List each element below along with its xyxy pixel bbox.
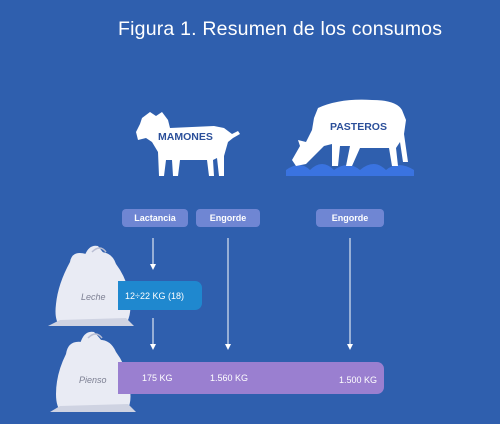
- mamones-label: MAMONES: [158, 131, 213, 143]
- phase-engorde-pasteros: Engorde: [316, 209, 384, 227]
- pienso-value-engorde-mamones: 1.560 KG: [210, 373, 249, 383]
- grazing-cow-icon: [286, 99, 414, 176]
- leche-value: 12÷22 KG (18): [125, 291, 184, 301]
- leche-bar: [118, 281, 202, 310]
- calf-icon: [136, 112, 240, 176]
- phase-engorde-mamones: Engorde: [196, 209, 260, 227]
- figure-title: Figura 1. Resumen de los consumos: [118, 18, 443, 40]
- pasteros-label: PASTEROS: [330, 121, 387, 133]
- down-arrow-icon: [150, 238, 353, 350]
- feed-sack-icon: [50, 331, 136, 412]
- milk-sack-icon: [48, 245, 134, 326]
- pienso-value-lactancia: 175 KG: [142, 373, 173, 383]
- pienso-label: Pienso: [79, 375, 107, 385]
- pienso-value-engorde-pasteros: 1.500 KG: [339, 375, 378, 385]
- phase-lactancia: Lactancia: [122, 209, 188, 227]
- pienso-bar: [118, 362, 384, 394]
- leche-label: Leche: [81, 292, 106, 302]
